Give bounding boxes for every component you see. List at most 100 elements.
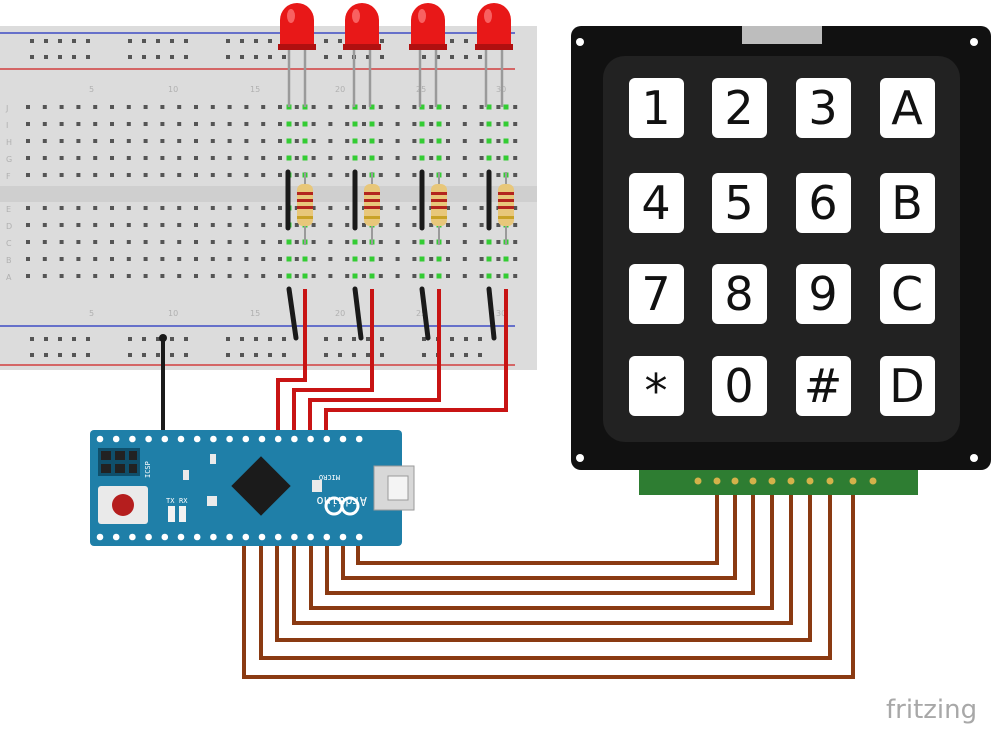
arduino-pin xyxy=(129,435,136,443)
key-0[interactable]: 0 xyxy=(712,356,767,416)
led-highlight xyxy=(418,9,426,23)
keypad-4x4: 1 2 3 A 4 5 6 B 7 8 9 C * 0 # D xyxy=(571,26,991,495)
bb-hole xyxy=(143,223,148,227)
icsp-header xyxy=(98,448,140,476)
bb-hole xyxy=(311,105,316,109)
led-rim xyxy=(343,44,381,50)
resistor-band xyxy=(297,199,313,202)
bb-hole xyxy=(412,105,417,109)
bb-hole xyxy=(362,105,366,109)
board-model: MICRO xyxy=(319,473,340,481)
bb-hole xyxy=(278,156,282,160)
bb-hole xyxy=(446,173,450,177)
key-d[interactable]: D xyxy=(880,356,935,416)
usb-port xyxy=(373,465,415,511)
resistor-band xyxy=(498,216,514,219)
rail-hole xyxy=(422,55,426,59)
bb-hole xyxy=(496,223,501,227)
key-1[interactable]: 1 xyxy=(629,78,684,138)
bb-hole xyxy=(194,139,198,143)
svg-text:A: A xyxy=(891,81,923,135)
bb-hole xyxy=(345,156,350,160)
keypad-pin xyxy=(826,477,834,485)
rail-hole xyxy=(338,337,342,341)
key-hash[interactable]: # xyxy=(796,356,851,416)
bb-hole xyxy=(244,206,249,210)
key-4[interactable]: 4 xyxy=(629,173,684,233)
arduino-pin xyxy=(177,533,185,541)
resistor-band xyxy=(364,216,380,219)
rail-hole xyxy=(450,55,454,59)
bb-hole xyxy=(278,223,282,227)
bb-hole xyxy=(42,257,47,261)
bb-hole xyxy=(328,274,333,278)
bb-hole xyxy=(462,223,467,227)
bb-hole xyxy=(76,122,81,126)
key-7[interactable]: 7 xyxy=(629,264,684,324)
bb-hole xyxy=(26,274,30,278)
row-letter: H xyxy=(6,138,12,147)
key-9[interactable]: 9 xyxy=(796,264,851,324)
resistor-body xyxy=(297,184,313,226)
arduino-pin xyxy=(112,435,120,443)
bb-hole xyxy=(126,206,131,210)
bb-hole-active xyxy=(436,273,442,279)
resistor-band xyxy=(431,192,447,195)
row-letter: I xyxy=(6,121,8,130)
bb-hole-active xyxy=(352,138,358,144)
bb-hole xyxy=(42,240,47,244)
bb-hole xyxy=(378,122,383,126)
key-c[interactable]: C xyxy=(880,264,935,324)
bb-hole xyxy=(278,257,282,261)
bb-hole-active xyxy=(286,155,292,161)
bb-hole xyxy=(210,223,215,227)
resistor-band xyxy=(364,199,380,202)
rail-hole xyxy=(464,39,468,43)
bb-hole xyxy=(462,122,467,126)
rail-hole xyxy=(324,337,328,341)
rail-hole xyxy=(44,55,48,59)
black-jumper-2 xyxy=(352,286,364,341)
bb-hole xyxy=(429,257,434,261)
bb-hole xyxy=(126,122,131,126)
breadboard-row-letters: J I H G F E D C B A xyxy=(5,104,12,282)
arduino-pin xyxy=(307,435,314,443)
bb-hole xyxy=(110,240,114,244)
bb-hole xyxy=(160,122,165,126)
key-3[interactable]: 3 xyxy=(796,78,851,138)
bb-hole xyxy=(479,139,484,143)
bb-hole xyxy=(261,173,266,177)
bb-hole xyxy=(513,105,518,109)
column-number: 10 xyxy=(168,309,178,318)
bb-hole xyxy=(395,173,400,177)
bb-hole xyxy=(110,206,114,210)
bb-hole xyxy=(311,274,316,278)
bb-hole xyxy=(42,206,47,210)
arduino-pin xyxy=(112,533,120,541)
key-8[interactable]: 8 xyxy=(712,264,767,324)
key-a[interactable]: A xyxy=(880,78,935,138)
rail-hole xyxy=(170,39,174,43)
bb-hole-active xyxy=(286,256,292,262)
rail-hole xyxy=(184,337,188,341)
rail-hole xyxy=(450,337,454,341)
key-5[interactable]: 5 xyxy=(712,173,767,233)
rail-hole xyxy=(58,55,62,59)
rail-hole xyxy=(184,55,188,59)
bb-hole xyxy=(244,223,249,227)
rail-hole xyxy=(464,55,468,59)
arduino-pin xyxy=(96,533,104,541)
bb-hole xyxy=(345,223,350,227)
key-b[interactable]: B xyxy=(880,173,935,233)
bb-hole xyxy=(328,223,333,227)
key-2[interactable]: 2 xyxy=(712,78,767,138)
bb-hole xyxy=(42,105,47,109)
bb-hole xyxy=(126,223,131,227)
bb-hole xyxy=(496,122,501,126)
key-6[interactable]: 6 xyxy=(796,173,851,233)
key-star[interactable]: * xyxy=(629,356,684,418)
row-letter: A xyxy=(6,273,12,282)
column-number: 15 xyxy=(250,309,260,318)
rail-hole xyxy=(268,39,272,43)
bb-hole xyxy=(26,156,30,160)
